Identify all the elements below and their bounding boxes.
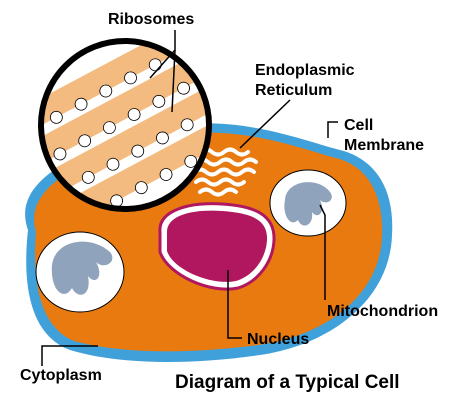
label-er-line1: Endoplasmic (255, 62, 355, 79)
diagram-title: Diagram of a Typical Cell (175, 372, 400, 393)
label-cytoplasm: Cytoplasm (20, 367, 102, 384)
pointer-membrane (327, 121, 338, 138)
pointer-er (239, 99, 291, 149)
pointer-lines (41, 30, 338, 366)
pointer-mitochondrion (319, 204, 326, 300)
mitochondrion-right (269, 169, 347, 237)
ribosome-zoom-inset (38, 38, 212, 212)
pointer-ribosomes-2 (171, 49, 176, 113)
mitochondrion-left (35, 231, 125, 313)
label-nucleus: Nucleus (247, 331, 309, 348)
nucleus (158, 202, 276, 291)
label-er-line2: Reticulum (255, 82, 332, 99)
endoplasmic-reticulum (192, 147, 258, 197)
pointer-nucleus (227, 270, 242, 339)
label-membrane-line2: Membrane (344, 137, 424, 154)
pointer-cytoplasm (41, 345, 98, 366)
label-ribosomes: Ribosomes (108, 11, 194, 28)
label-mitochondrion: Mitochondrion (327, 303, 438, 320)
label-membrane-line1: Cell (344, 117, 373, 134)
